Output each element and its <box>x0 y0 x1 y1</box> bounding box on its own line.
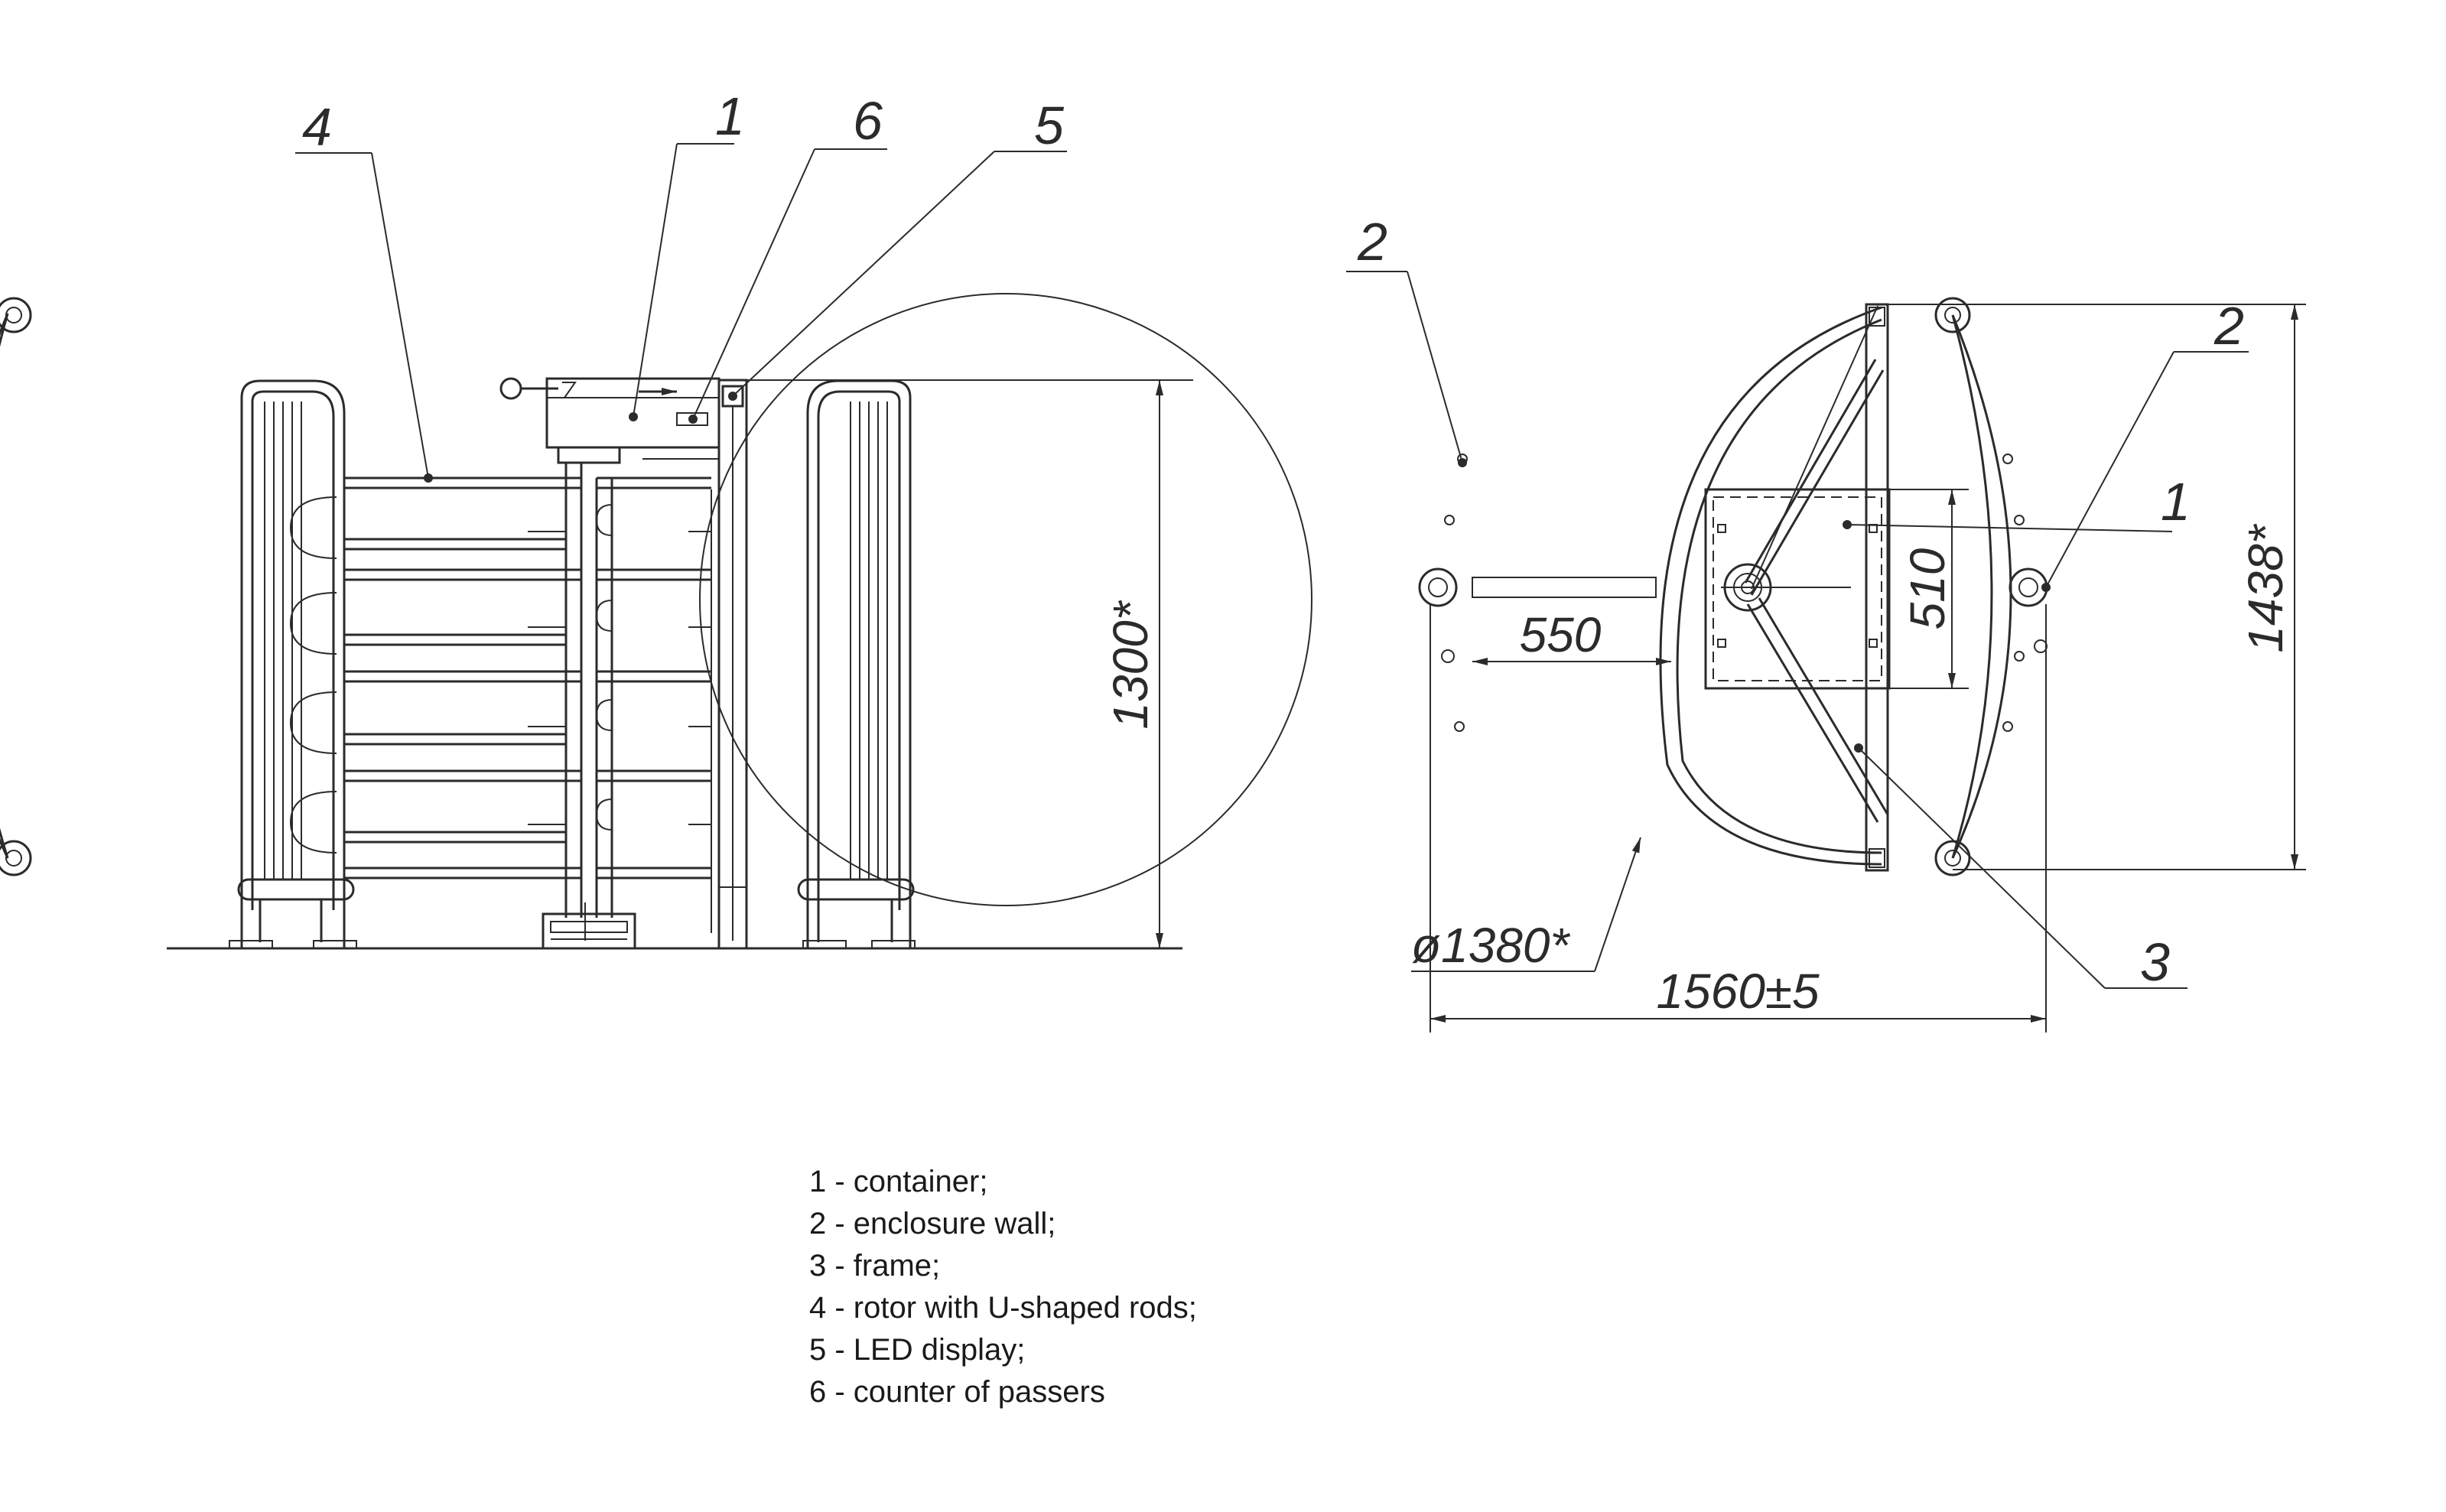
callout-5: 5 <box>1034 96 1065 155</box>
callout-4: 4 <box>302 97 332 157</box>
callout-2-right: 2 <box>2213 296 2244 356</box>
dimension-text-1300: 1300* <box>1103 600 1158 729</box>
dimension-1560: 1560±5 <box>1430 604 2047 1032</box>
front-view: 1300* 4 1 6 5 <box>167 86 1193 950</box>
dimension-text-550: 550 <box>1520 607 1602 662</box>
rotor-hub <box>1721 563 1851 612</box>
right-enclosure-wall <box>797 379 916 949</box>
rotor-arc-inner <box>1676 318 1882 854</box>
front-callouts: 4 1 6 5 <box>295 86 1067 483</box>
plan-container <box>1704 488 1969 690</box>
dimension-text-1438: 1438* <box>2238 523 2293 652</box>
plan-callouts: 2 2 1 3 <box>1346 212 2249 992</box>
legend-item: 6 - counter of passers <box>809 1375 1105 1409</box>
legend-item: 2 - enclosure wall; <box>809 1207 1056 1240</box>
dimension-1300: 1300* <box>746 379 1193 948</box>
dimension-1438: 1438* <box>1888 304 2306 870</box>
rotor-rods <box>344 463 711 941</box>
legend: 1 - container; 2 - enclosure wall; 3 - f… <box>809 1161 1197 1413</box>
callout-2-left: 2 <box>1357 212 1387 272</box>
callout-1-plan: 1 <box>2161 472 2191 532</box>
rotor-arc-outer <box>1659 306 1882 866</box>
dimension-diameter: ø1380* <box>1411 837 1641 973</box>
frame-column <box>711 379 748 950</box>
container-head <box>499 377 720 464</box>
callout-1: 1 <box>715 86 745 146</box>
dimension-text-510: 510 <box>1900 548 1955 629</box>
plan-left-wall <box>0 297 1657 876</box>
rotor-arms <box>1744 305 1889 823</box>
dimension-510: 510 <box>1900 489 1956 688</box>
base-plate <box>542 912 636 950</box>
dimension-550: 550 <box>1472 607 1671 665</box>
legend-item: 4 - rotor with U-shaped rods; <box>809 1291 1197 1325</box>
left-enclosure-wall <box>229 379 357 949</box>
callout-6: 6 <box>853 91 883 151</box>
legend-item: 5 - LED display; <box>809 1333 1026 1367</box>
dimension-text-1560: 1560±5 <box>1656 964 1820 1019</box>
legend-item: 1 - container; <box>809 1165 988 1198</box>
callout-3: 3 <box>2140 932 2170 992</box>
dimension-text-1380: ø1380* <box>1411 918 1570 973</box>
legend-item: 3 - frame; <box>809 1249 941 1283</box>
rotor-circle <box>699 293 1312 906</box>
plan-view: 510 550 1438* 1560±5 ø1380* <box>0 212 2306 1032</box>
plan-frame <box>1865 303 1889 872</box>
